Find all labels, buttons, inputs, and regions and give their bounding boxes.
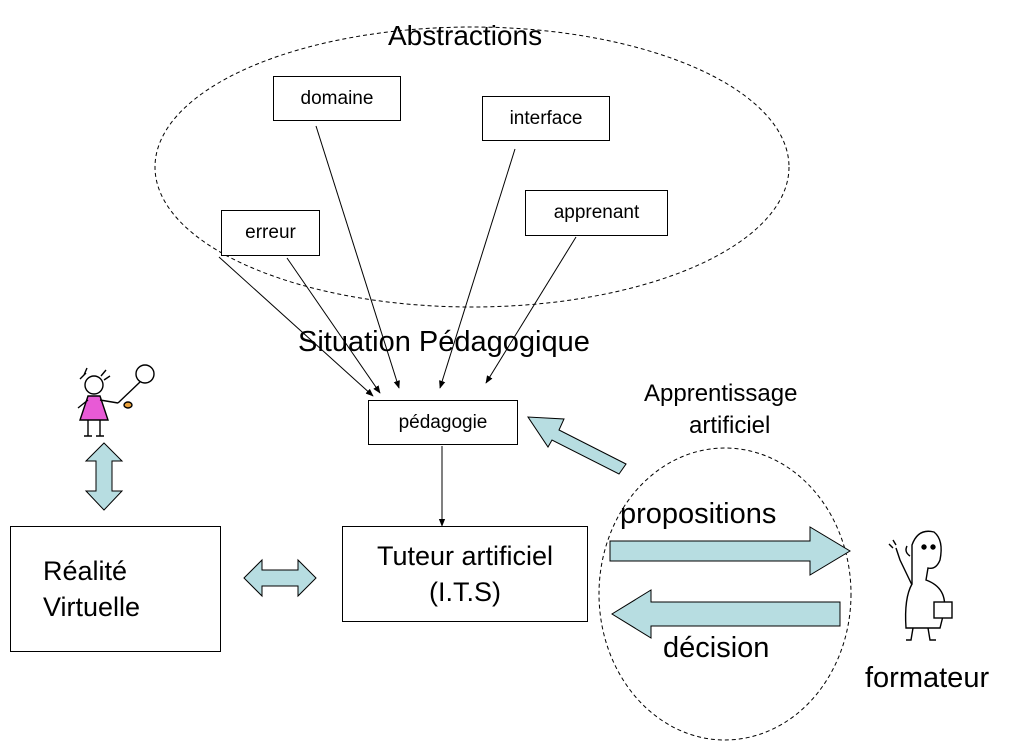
situation-title: Situation Pédagogique bbox=[298, 326, 590, 358]
model-interface-label: interface bbox=[509, 107, 583, 129]
model-domaine-label: domaine bbox=[300, 87, 374, 109]
apprentissage-title-line2: artificiel bbox=[689, 412, 771, 439]
realite-virtuelle-box: Réalité Virtuelle bbox=[10, 526, 221, 652]
model-apprenant-label: apprenant bbox=[553, 202, 640, 223]
formateur-icon bbox=[888, 530, 953, 641]
block-arrow-realite-tuteur bbox=[243, 558, 317, 598]
model-interface: interface bbox=[482, 96, 610, 141]
tuteur-artificiel-box: Tuteur artificiel (I.T.S) bbox=[342, 526, 588, 622]
block-arrow-to-pedagogie bbox=[527, 416, 627, 475]
model-pedagogie: pédagogie bbox=[368, 400, 518, 445]
model-pedagogie-label: pédagogie bbox=[398, 411, 488, 433]
block-arrow-propositions bbox=[609, 526, 851, 576]
model-erreur: erreur bbox=[221, 210, 320, 256]
realite-label-line1: Réalité bbox=[43, 556, 128, 586]
apprentissage-title-line1: Apprentissage bbox=[644, 380, 798, 407]
arrow-erreur-pedagogie-b bbox=[286, 257, 381, 394]
model-erreur-label: erreur bbox=[245, 222, 296, 243]
model-apprenant: apprenant bbox=[525, 190, 668, 236]
realite-label-line2: Virtuelle bbox=[43, 592, 141, 622]
arrow-erreur-pedagogie-a bbox=[218, 256, 374, 397]
model-domaine: domaine bbox=[273, 76, 401, 121]
girl-icon bbox=[77, 364, 155, 437]
block-arrow-girl-realite bbox=[84, 442, 124, 511]
decision-label: décision bbox=[663, 632, 770, 664]
formateur-label: formateur bbox=[865, 662, 990, 694]
arrow-interface-pedagogie bbox=[439, 148, 516, 389]
abstractions-ellipse bbox=[154, 26, 790, 308]
block-arrow-decision bbox=[611, 589, 841, 639]
arrow-apprenant-pedagogie bbox=[485, 236, 577, 384]
abstractions-title: Abstractions bbox=[388, 20, 543, 51]
tuteur-label-line2: (I.T.S) bbox=[429, 577, 501, 607]
arrow-domaine-pedagogie bbox=[315, 125, 400, 389]
tuteur-label-line1: Tuteur artificiel bbox=[376, 541, 554, 571]
propositions-label: propositions bbox=[620, 498, 777, 530]
apprentissage-ellipse bbox=[598, 447, 852, 741]
